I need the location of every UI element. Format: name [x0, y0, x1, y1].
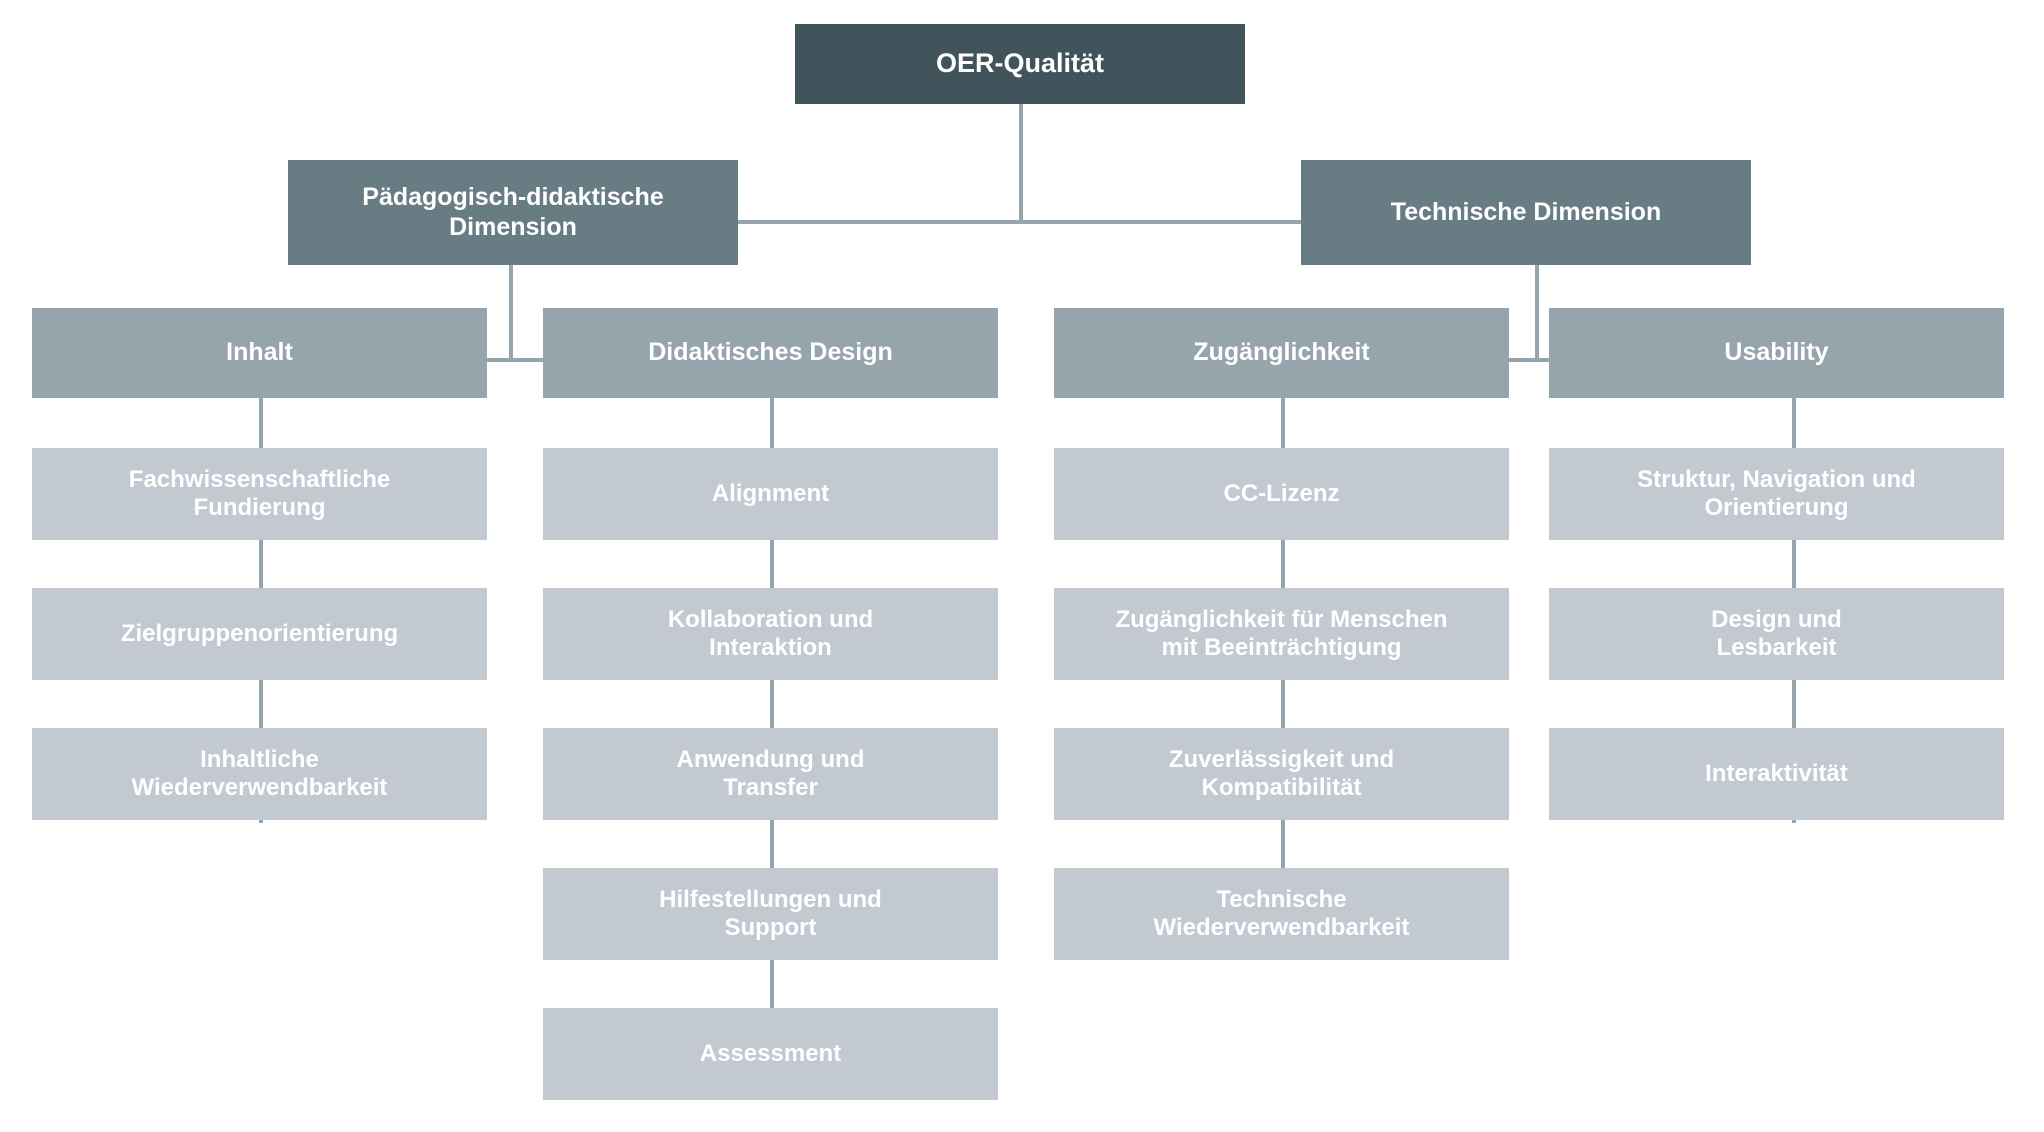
- node-category-zugaenglichkeit[interactable]: Zugänglichkeit: [1054, 308, 1509, 398]
- node-criterion[interactable]: Kollaboration und Interaktion: [543, 588, 998, 680]
- node-category-label: Inhalt: [226, 338, 293, 367]
- connector-root-stem: [1019, 104, 1023, 224]
- node-criterion-label: Zielgruppenorientierung: [120, 619, 399, 647]
- node-criterion[interactable]: Hilfestellungen und Support: [543, 868, 998, 960]
- connector-right-dimension-stem: [1535, 265, 1539, 360]
- node-criterion-label: Anwendung und Transfer: [676, 745, 865, 801]
- node-criterion[interactable]: Technische Wiederverwendbarkeit: [1054, 868, 1509, 960]
- node-category-usability[interactable]: Usability: [1549, 308, 2004, 398]
- connector-left-dimension-stem: [509, 265, 513, 360]
- node-criterion-label: Technische Wiederverwendbarkeit: [1153, 885, 1410, 941]
- connector-left-category-bar: [370, 358, 648, 362]
- connector-dimension-bar: [738, 220, 1301, 224]
- node-dimension-label: Pädagogisch-didaktische Dimension: [362, 183, 664, 241]
- node-criterion-label: Zugänglichkeit für Menschen mit Beeinträ…: [1115, 605, 1448, 661]
- node-criterion[interactable]: Struktur, Navigation und Orientierung: [1549, 448, 2004, 540]
- node-criterion-label: Fachwissenschaftliche Fundierung: [128, 465, 391, 521]
- node-criterion[interactable]: Fachwissenschaftliche Fundierung: [32, 448, 487, 540]
- node-criterion-label: Interaktivität: [1705, 759, 1848, 787]
- node-dimension-paedagogisch-didaktisch[interactable]: Pädagogisch-didaktische Dimension: [288, 160, 738, 265]
- node-category-label: Usability: [1724, 338, 1829, 367]
- node-category-inhalt[interactable]: Inhalt: [32, 308, 487, 398]
- node-criterion[interactable]: CC-Lizenz: [1054, 448, 1509, 540]
- node-criterion[interactable]: Inhaltliche Wiederverwendbarkeit: [32, 728, 487, 820]
- node-dimension-technisch[interactable]: Technische Dimension: [1301, 160, 1751, 265]
- node-criterion-label: Hilfestellungen und Support: [659, 885, 882, 941]
- node-category-label: Zugänglichkeit: [1193, 338, 1370, 367]
- node-criterion[interactable]: Zielgruppenorientierung: [32, 588, 487, 680]
- node-criterion-label: Alignment: [711, 479, 830, 507]
- node-criterion-label: Design und Lesbarkeit: [1711, 605, 1842, 661]
- node-criterion[interactable]: Assessment: [543, 1008, 998, 1100]
- node-criterion-label: Kollaboration und Interaktion: [667, 605, 874, 661]
- node-criterion[interactable]: Anwendung und Transfer: [543, 728, 998, 820]
- node-category-didaktisches-design[interactable]: Didaktisches Design: [543, 308, 998, 398]
- node-category-label: Didaktisches Design: [648, 338, 893, 367]
- node-criterion[interactable]: Interaktivität: [1549, 728, 2004, 820]
- node-criterion[interactable]: Alignment: [543, 448, 998, 540]
- node-criterion-label: Inhaltliche Wiederverwendbarkeit: [131, 745, 388, 801]
- node-dimension-label: Technische Dimension: [1390, 197, 1662, 226]
- node-criterion-label: Struktur, Navigation und Orientierung: [1637, 465, 1916, 521]
- node-criterion[interactable]: Zuverlässigkeit und Kompatibilität: [1054, 728, 1509, 820]
- node-criterion[interactable]: Zugänglichkeit für Menschen mit Beeinträ…: [1054, 588, 1509, 680]
- node-criterion-label: Assessment: [699, 1039, 842, 1067]
- node-criterion-label: Zuverlässigkeit und Kompatibilität: [1168, 745, 1395, 801]
- node-root-oer-qualitaet[interactable]: OER-Qualität: [795, 24, 1245, 104]
- node-criterion-label: CC-Lizenz: [1223, 479, 1340, 507]
- node-root-label: OER-Qualität: [935, 48, 1104, 79]
- node-criterion[interactable]: Design und Lesbarkeit: [1549, 588, 2004, 680]
